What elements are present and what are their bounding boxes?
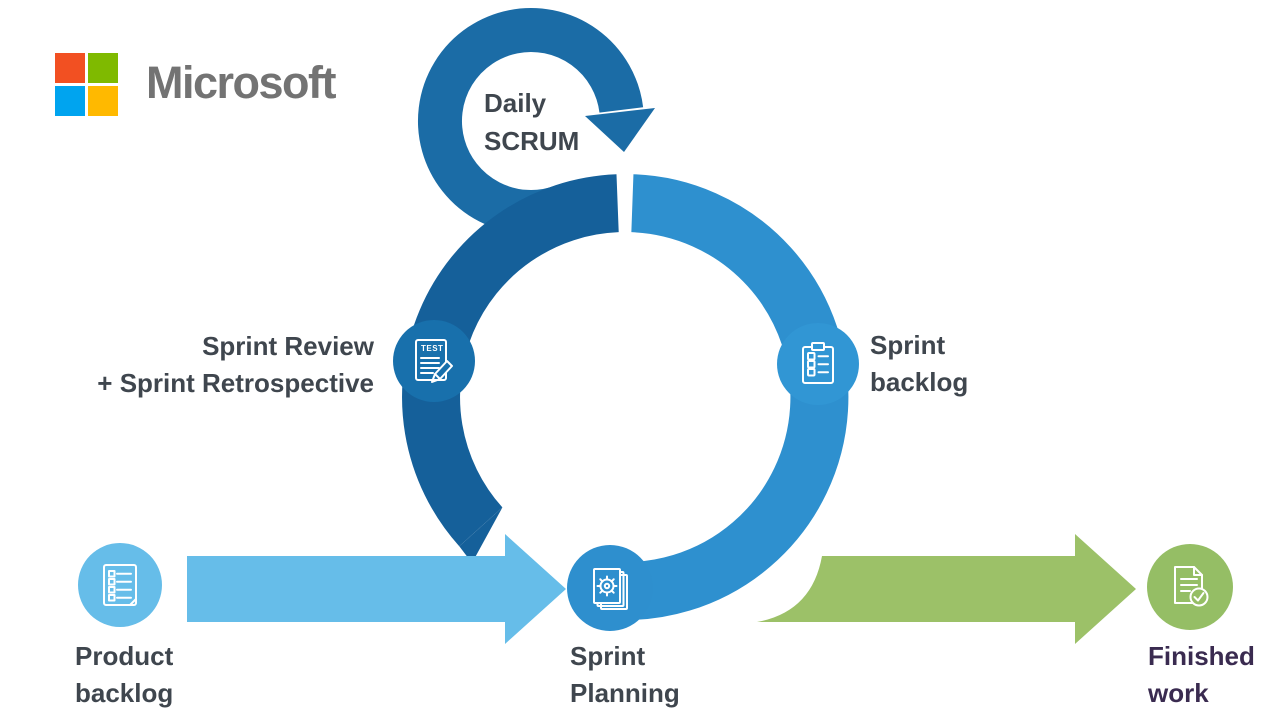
planning-to-finished-arrow [757, 534, 1136, 644]
sprint-review-label: Sprint Review + Sprint Retrospective [97, 328, 374, 402]
document-check-icon [1174, 566, 1209, 607]
sprint-planning-label-line1: Sprint [570, 641, 646, 671]
daily-scrum-arrowhead-icon [585, 108, 655, 152]
sprint-planning-label: Sprint Planning [570, 638, 680, 712]
daily-scrum-label-line2: SCRUM [484, 126, 580, 156]
microsoft-wordmark: Microsoft [146, 57, 337, 108]
document-gear-stack-icon [593, 568, 628, 610]
sprint-planning-node [567, 545, 653, 631]
checklist-rows [108, 570, 132, 602]
daily-scrum-label: Daily SCRUM [484, 84, 579, 160]
microsoft-logo: Microsoft [55, 53, 455, 123]
sprint-review-node: TEST [393, 320, 475, 402]
sprint-review-label-line2: + Sprint Retrospective [97, 368, 374, 398]
ms-square-green [88, 53, 118, 83]
check-badge-icon [1189, 587, 1209, 607]
test-doc-lines [420, 357, 440, 374]
ms-square-blue [55, 86, 85, 116]
product-checklist-icon [103, 564, 137, 606]
sprint-backlog-label-line2: backlog [870, 367, 969, 397]
ms-square-red [55, 53, 85, 83]
microsoft-squares-icon [55, 53, 118, 116]
sprint-review-circle [393, 320, 475, 402]
sprint-backlog-node [777, 323, 859, 405]
product-backlog-circle [78, 543, 162, 627]
ring-dark-arc-tip [459, 507, 503, 563]
clipboard-checklist-icon [802, 342, 834, 384]
test-document-icon: TEST [415, 339, 453, 383]
doc-lines [1180, 578, 1198, 592]
gear-teeth [596, 575, 618, 597]
pencil-icon [431, 360, 453, 383]
svg-text:TEST: TEST [421, 344, 443, 353]
sprint-review-label-line1: Sprint Review [202, 331, 374, 361]
finished-work-circle [1147, 544, 1233, 630]
finished-work-label-line1: Finished [1148, 641, 1255, 671]
product-backlog-label-line2: backlog [75, 678, 174, 708]
finished-work-label: Finished work [1148, 638, 1255, 712]
ring-dark-arc [402, 174, 620, 547]
finished-work-node [1147, 544, 1233, 630]
daily-scrum-loop-arc [417, 8, 644, 234]
sprint-planning-label-line2: Planning [570, 678, 680, 708]
product-backlog-label: Product backlog [75, 638, 173, 712]
daily-scrum-label-line1: Daily [484, 88, 547, 118]
page-fold [129, 598, 137, 606]
product-backlog-node [78, 543, 162, 627]
clipboard-rows [807, 352, 829, 377]
sprint-backlog-label-line1: Sprint [870, 330, 946, 360]
gear-icon [596, 575, 618, 597]
ring-light-arc [605, 174, 849, 620]
finished-work-label-line2: work [1148, 678, 1209, 708]
sprint-backlog-label: Sprint backlog [870, 327, 968, 401]
ms-square-yellow [88, 86, 118, 116]
product-to-planning-arrow [187, 534, 566, 644]
corner-fold [1193, 566, 1203, 576]
product-backlog-label-line1: Product [75, 641, 174, 671]
